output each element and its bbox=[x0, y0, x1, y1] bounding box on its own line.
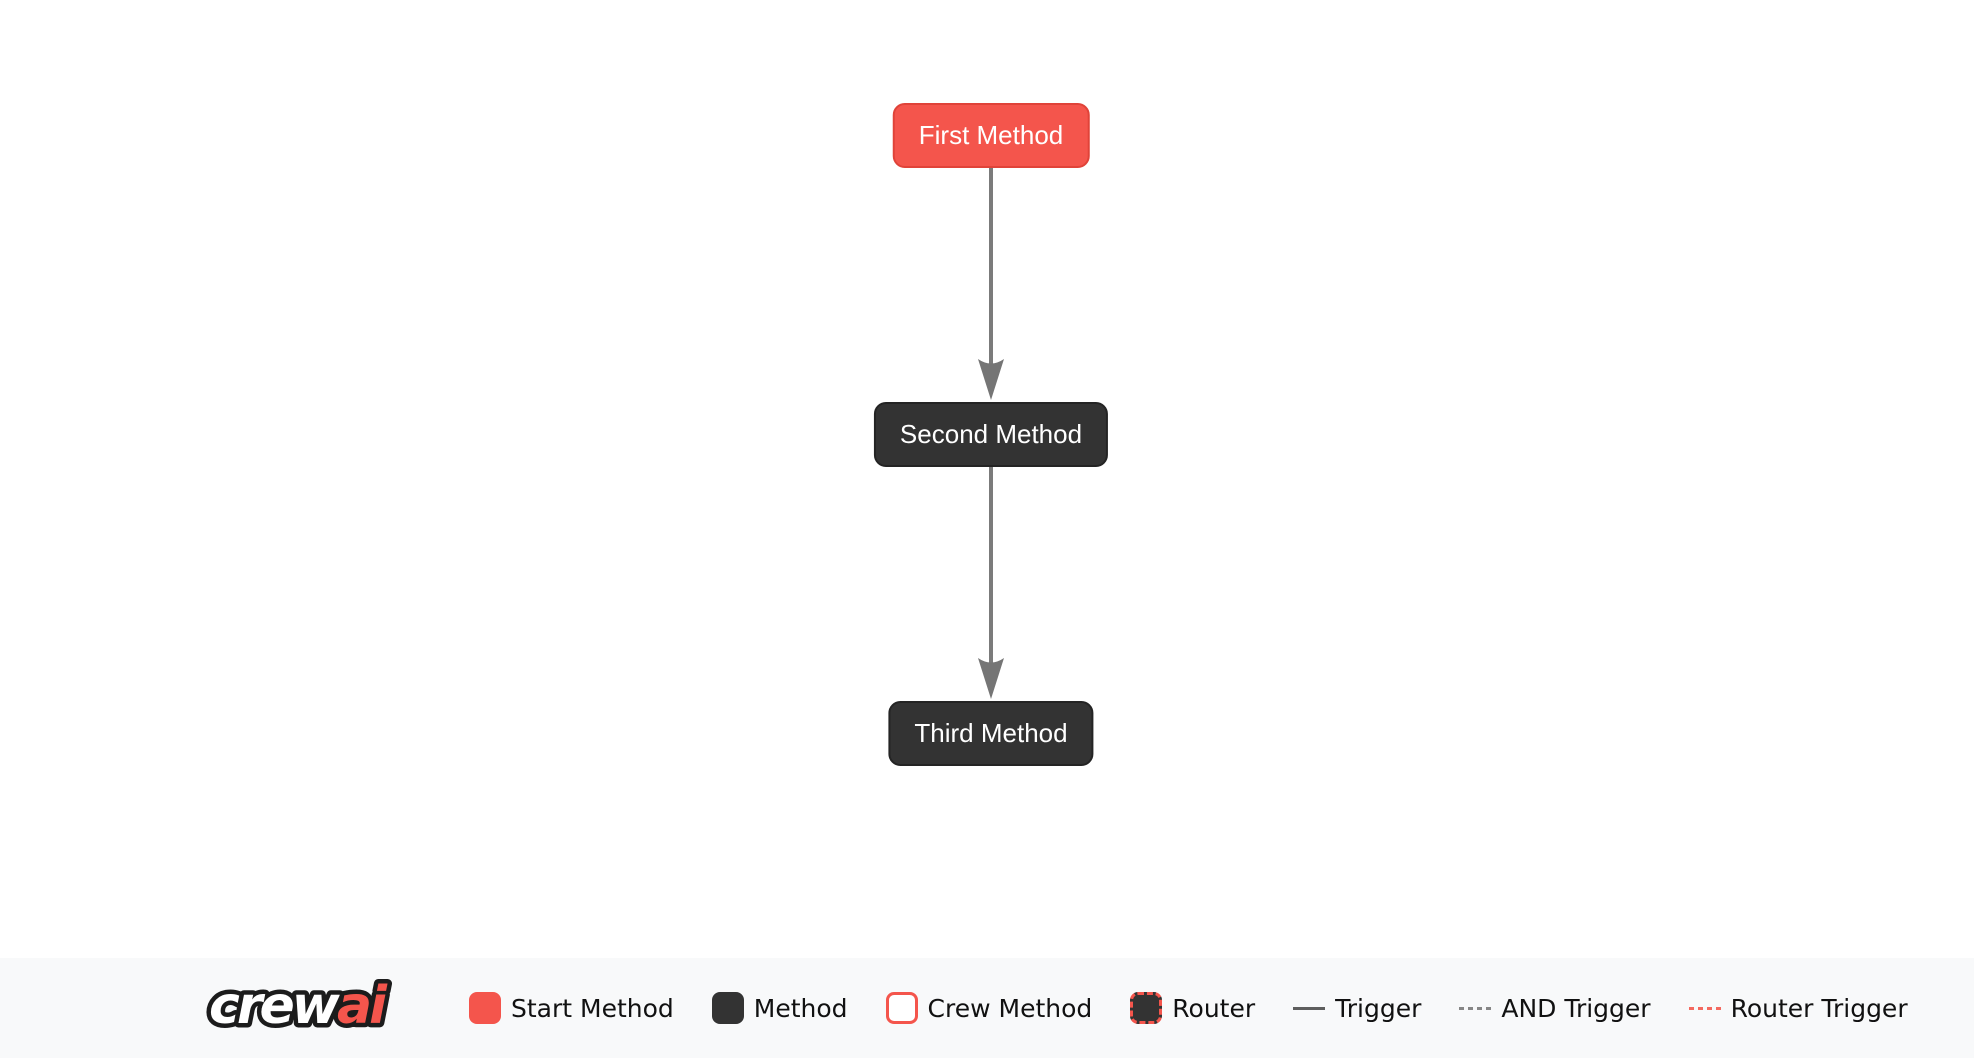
legend-label: Start Method bbox=[511, 993, 674, 1023]
trigger-line-icon bbox=[1293, 1006, 1326, 1010]
node-label: Second Method bbox=[899, 419, 1083, 449]
node-third-method[interactable]: Third Method bbox=[888, 701, 1094, 766]
legend-item-crew-method: Crew Method bbox=[885, 992, 1093, 1024]
and-trigger-line-icon bbox=[1459, 1006, 1492, 1010]
logo-text-ai: ai bbox=[337, 976, 388, 1036]
start-method-swatch-icon bbox=[469, 992, 501, 1024]
router-swatch-icon bbox=[1130, 992, 1163, 1024]
legend-label: AND Trigger bbox=[1501, 993, 1651, 1023]
legend-item-trigger: Trigger bbox=[1293, 994, 1421, 1023]
legend-item-router-trigger: Router Trigger bbox=[1688, 993, 1908, 1023]
node-first-method[interactable]: First Method bbox=[892, 103, 1090, 168]
legend-label: Router bbox=[1172, 993, 1256, 1023]
legend-label: Method bbox=[753, 993, 848, 1023]
crewai-logo: crew ai bbox=[203, 971, 419, 1045]
legend-label: Router Trigger bbox=[1730, 993, 1908, 1023]
logo-text-crew: crew bbox=[209, 976, 341, 1036]
legend-item-and-trigger: AND Trigger bbox=[1459, 993, 1651, 1023]
flow-canvas[interactable]: First Method Second Method Third Method bbox=[0, 0, 1974, 958]
crewai-logo-icon: crew ai bbox=[205, 972, 396, 1041]
legend-bar: crew ai Start Method Method Crew Method … bbox=[0, 958, 1974, 1058]
method-swatch-icon bbox=[711, 992, 744, 1024]
legend-label: Crew Method bbox=[927, 993, 1093, 1023]
legend-item-method: Method bbox=[711, 992, 848, 1024]
legend-label: Trigger bbox=[1335, 993, 1422, 1023]
node-second-method[interactable]: Second Method bbox=[873, 402, 1109, 467]
node-label: First Method bbox=[918, 120, 1064, 150]
arrowhead-icon bbox=[978, 359, 1004, 400]
legend-item-router: Router bbox=[1130, 992, 1255, 1024]
crew-method-swatch-icon bbox=[885, 992, 918, 1024]
arrowhead-icon bbox=[978, 658, 1004, 699]
node-label: Third Method bbox=[914, 718, 1068, 748]
router-trigger-line-icon bbox=[1688, 1006, 1721, 1010]
trigger-edge-1 bbox=[978, 168, 1004, 400]
legend-item-start-method: Start Method bbox=[469, 992, 674, 1024]
trigger-edge-2 bbox=[978, 467, 1004, 699]
